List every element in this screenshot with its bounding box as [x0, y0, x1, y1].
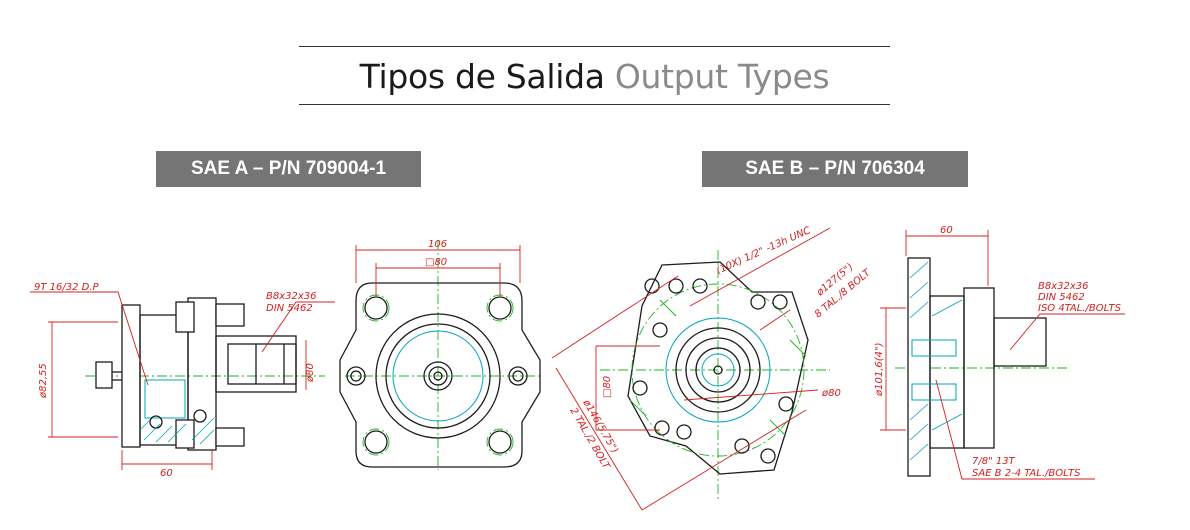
- title-english: Output Types: [614, 57, 830, 96]
- sae-a-front-view: 106 □80: [339, 239, 541, 470]
- sae-b-length-dim: 60: [940, 225, 953, 236]
- title-rule-bottom: [299, 104, 890, 105]
- page-title: Tipos de Salida Output Types: [299, 55, 890, 99]
- sae-b-small-diameter: ø80: [821, 388, 841, 399]
- sae-b-label: SAE B – P/N 706304: [702, 151, 968, 187]
- sae-b-sae-line1: 7/8" 13T: [972, 456, 1016, 467]
- sae-b-spline-line2: DIN 5462: [1038, 292, 1085, 303]
- sae-b-pilot-diameter: ø101,6(4"): [874, 342, 885, 397]
- sae-b-thread-callout: (10X) 1/2" -13h UNC: [715, 225, 813, 277]
- title-rule-top: [299, 46, 890, 47]
- title-spanish: Tipos de Salida: [359, 57, 605, 96]
- sae-a-pilot-diameter: ø82,55: [38, 363, 49, 399]
- sae-b-spline-line1: B8x32x36: [1038, 281, 1089, 292]
- sae-b-sae-line2: SAE B 2-4 TAL./BOLTS: [972, 468, 1081, 479]
- sae-a-spline-callout: 9T 16/32 D.P: [34, 282, 100, 293]
- sae-a-spline2-line2: DIN 5462: [266, 303, 313, 314]
- sae-a-label: SAE A – P/N 709004-1: [156, 151, 421, 187]
- sae-a-shaft-diameter: ø80: [305, 363, 316, 383]
- sae-a-side-view: 9T 16/32 D.P B8x32x36 DIN 5462 ø82,55 ø8…: [30, 282, 335, 479]
- sae-b-front-view: (10X) 1/2" -13h UNC ø127(5") 8 TAL./8 BO…: [551, 225, 873, 511]
- sae-a-square-dim: □80: [425, 257, 447, 268]
- sae-b-square-dim: □80: [602, 376, 613, 398]
- sae-a-width-dim: 106: [428, 239, 447, 250]
- sae-b-side-view: 60 B8x32x36 DIN 5462 ISO 4TAL./BOLTS ø10…: [874, 225, 1125, 480]
- sae-a-length-dim: 60: [160, 468, 173, 479]
- sae-a-spline2-line1: B8x32x36: [266, 291, 317, 302]
- sae-b-spline-line3: ISO 4TAL./BOLTS: [1038, 303, 1122, 314]
